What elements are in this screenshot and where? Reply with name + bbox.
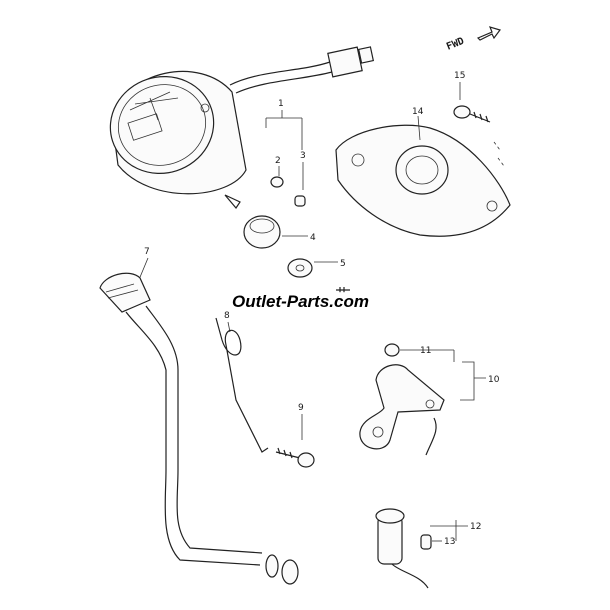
callout-14: 14 <box>335 107 511 237</box>
part-9-screw-thread <box>275 447 301 459</box>
callout-label-13: 13 <box>444 537 455 547</box>
callout-label-8: 8 <box>224 311 230 321</box>
callout-9: 9 <box>275 403 315 468</box>
fwd-label: FWD <box>445 36 466 53</box>
part-7-cable-end <box>265 554 279 578</box>
part-14-switch-hole <box>395 145 449 195</box>
forward-direction-indicator: FWD <box>445 26 501 53</box>
callout-label-4: 5 <box>340 259 346 269</box>
part-13-bulb <box>420 534 432 550</box>
callout-label-11: 11 <box>420 346 431 356</box>
part-7-cable <box>125 311 261 566</box>
callout-label-7: 7 <box>144 247 150 257</box>
callout-label-9: 9 <box>298 403 304 413</box>
callout-1: 1 <box>265 99 303 150</box>
callout-2: 2 <box>270 156 284 188</box>
callout-5: 4 <box>243 215 316 249</box>
part-10-wire <box>425 417 437 456</box>
part-9-screw-head <box>297 452 315 468</box>
callout-8: 8 <box>215 311 269 453</box>
callout-label-10: 10 <box>488 375 500 385</box>
callout-label-3: 3 <box>300 151 306 161</box>
part-7-cable-head <box>99 272 151 313</box>
part-12-wire <box>391 563 429 589</box>
callout-12: 13 12 <box>375 508 481 589</box>
callout-label-5: 4 <box>310 233 316 243</box>
callout-label-14: 14 <box>412 107 424 117</box>
callout-10: 11 10 <box>359 343 500 456</box>
callout-4: 5 <box>287 258 350 293</box>
part-4-washer <box>287 258 313 278</box>
speedometer-mount-tab <box>224 194 241 209</box>
callout-7: 7 <box>99 247 299 585</box>
callout-label-15: 15 <box>454 71 465 81</box>
part-5-cushion <box>243 215 281 249</box>
callout-label-12: 12 <box>470 522 481 532</box>
part-2-grommet <box>270 176 284 188</box>
part-8-spring-clip <box>215 317 269 453</box>
fwd-arrow-icon <box>476 26 501 41</box>
part-10-sensor-bracket <box>359 364 445 450</box>
odometer-window <box>127 113 163 141</box>
speedometer-wire <box>229 61 331 86</box>
callout-label-1: 1 <box>278 99 284 109</box>
part-15-screw <box>453 105 471 119</box>
part-11-bulb <box>384 343 400 357</box>
speedometer-face <box>109 76 215 174</box>
callout-15: 15 <box>453 71 505 167</box>
wire-connector <box>327 46 363 78</box>
part-3-bulb <box>294 195 306 207</box>
watermark: Outlet-Parts.com <box>230 292 371 312</box>
callout-3: 3 <box>294 151 306 207</box>
callout-label-2: 2 <box>275 156 281 166</box>
speedometer-assembly <box>109 46 375 209</box>
